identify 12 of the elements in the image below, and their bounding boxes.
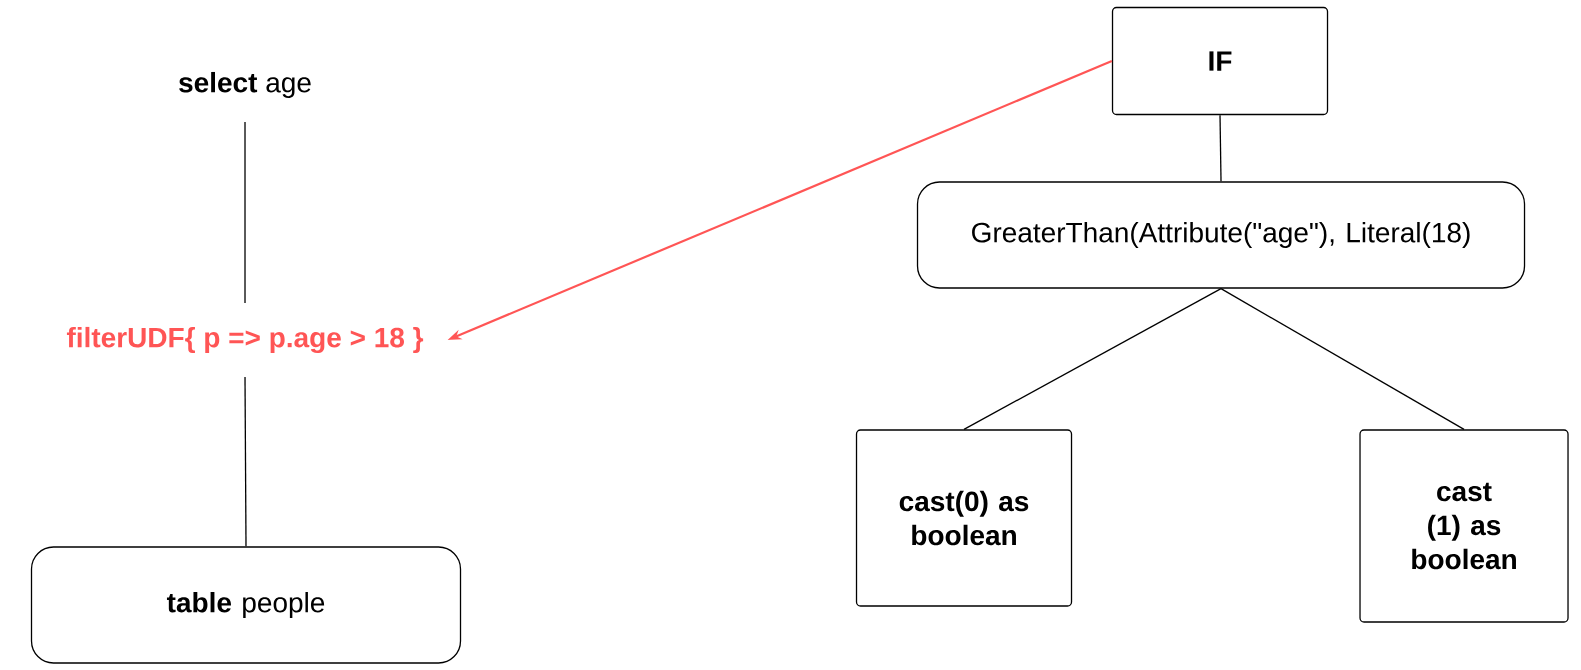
connector-line	[1220, 288, 1465, 430]
expression-box: GreaterThan(Attribute("age"), Literal(18)	[916, 181, 1526, 289]
connector-line	[244, 121, 246, 304]
label-text: select age	[179, 71, 311, 99]
label-text: filterUDF{ p => p.age > 18 }	[66, 326, 424, 354]
connector-line	[1219, 114, 1222, 182]
expression-box: IF	[1111, 6, 1329, 116]
expression-box: cast(0) as boolean	[855, 429, 1073, 607]
connector-line	[963, 288, 1222, 430]
connector-line	[244, 376, 247, 547]
expression-box: cast (1) as boolean	[1359, 429, 1569, 623]
table-box: table people	[30, 546, 462, 664]
